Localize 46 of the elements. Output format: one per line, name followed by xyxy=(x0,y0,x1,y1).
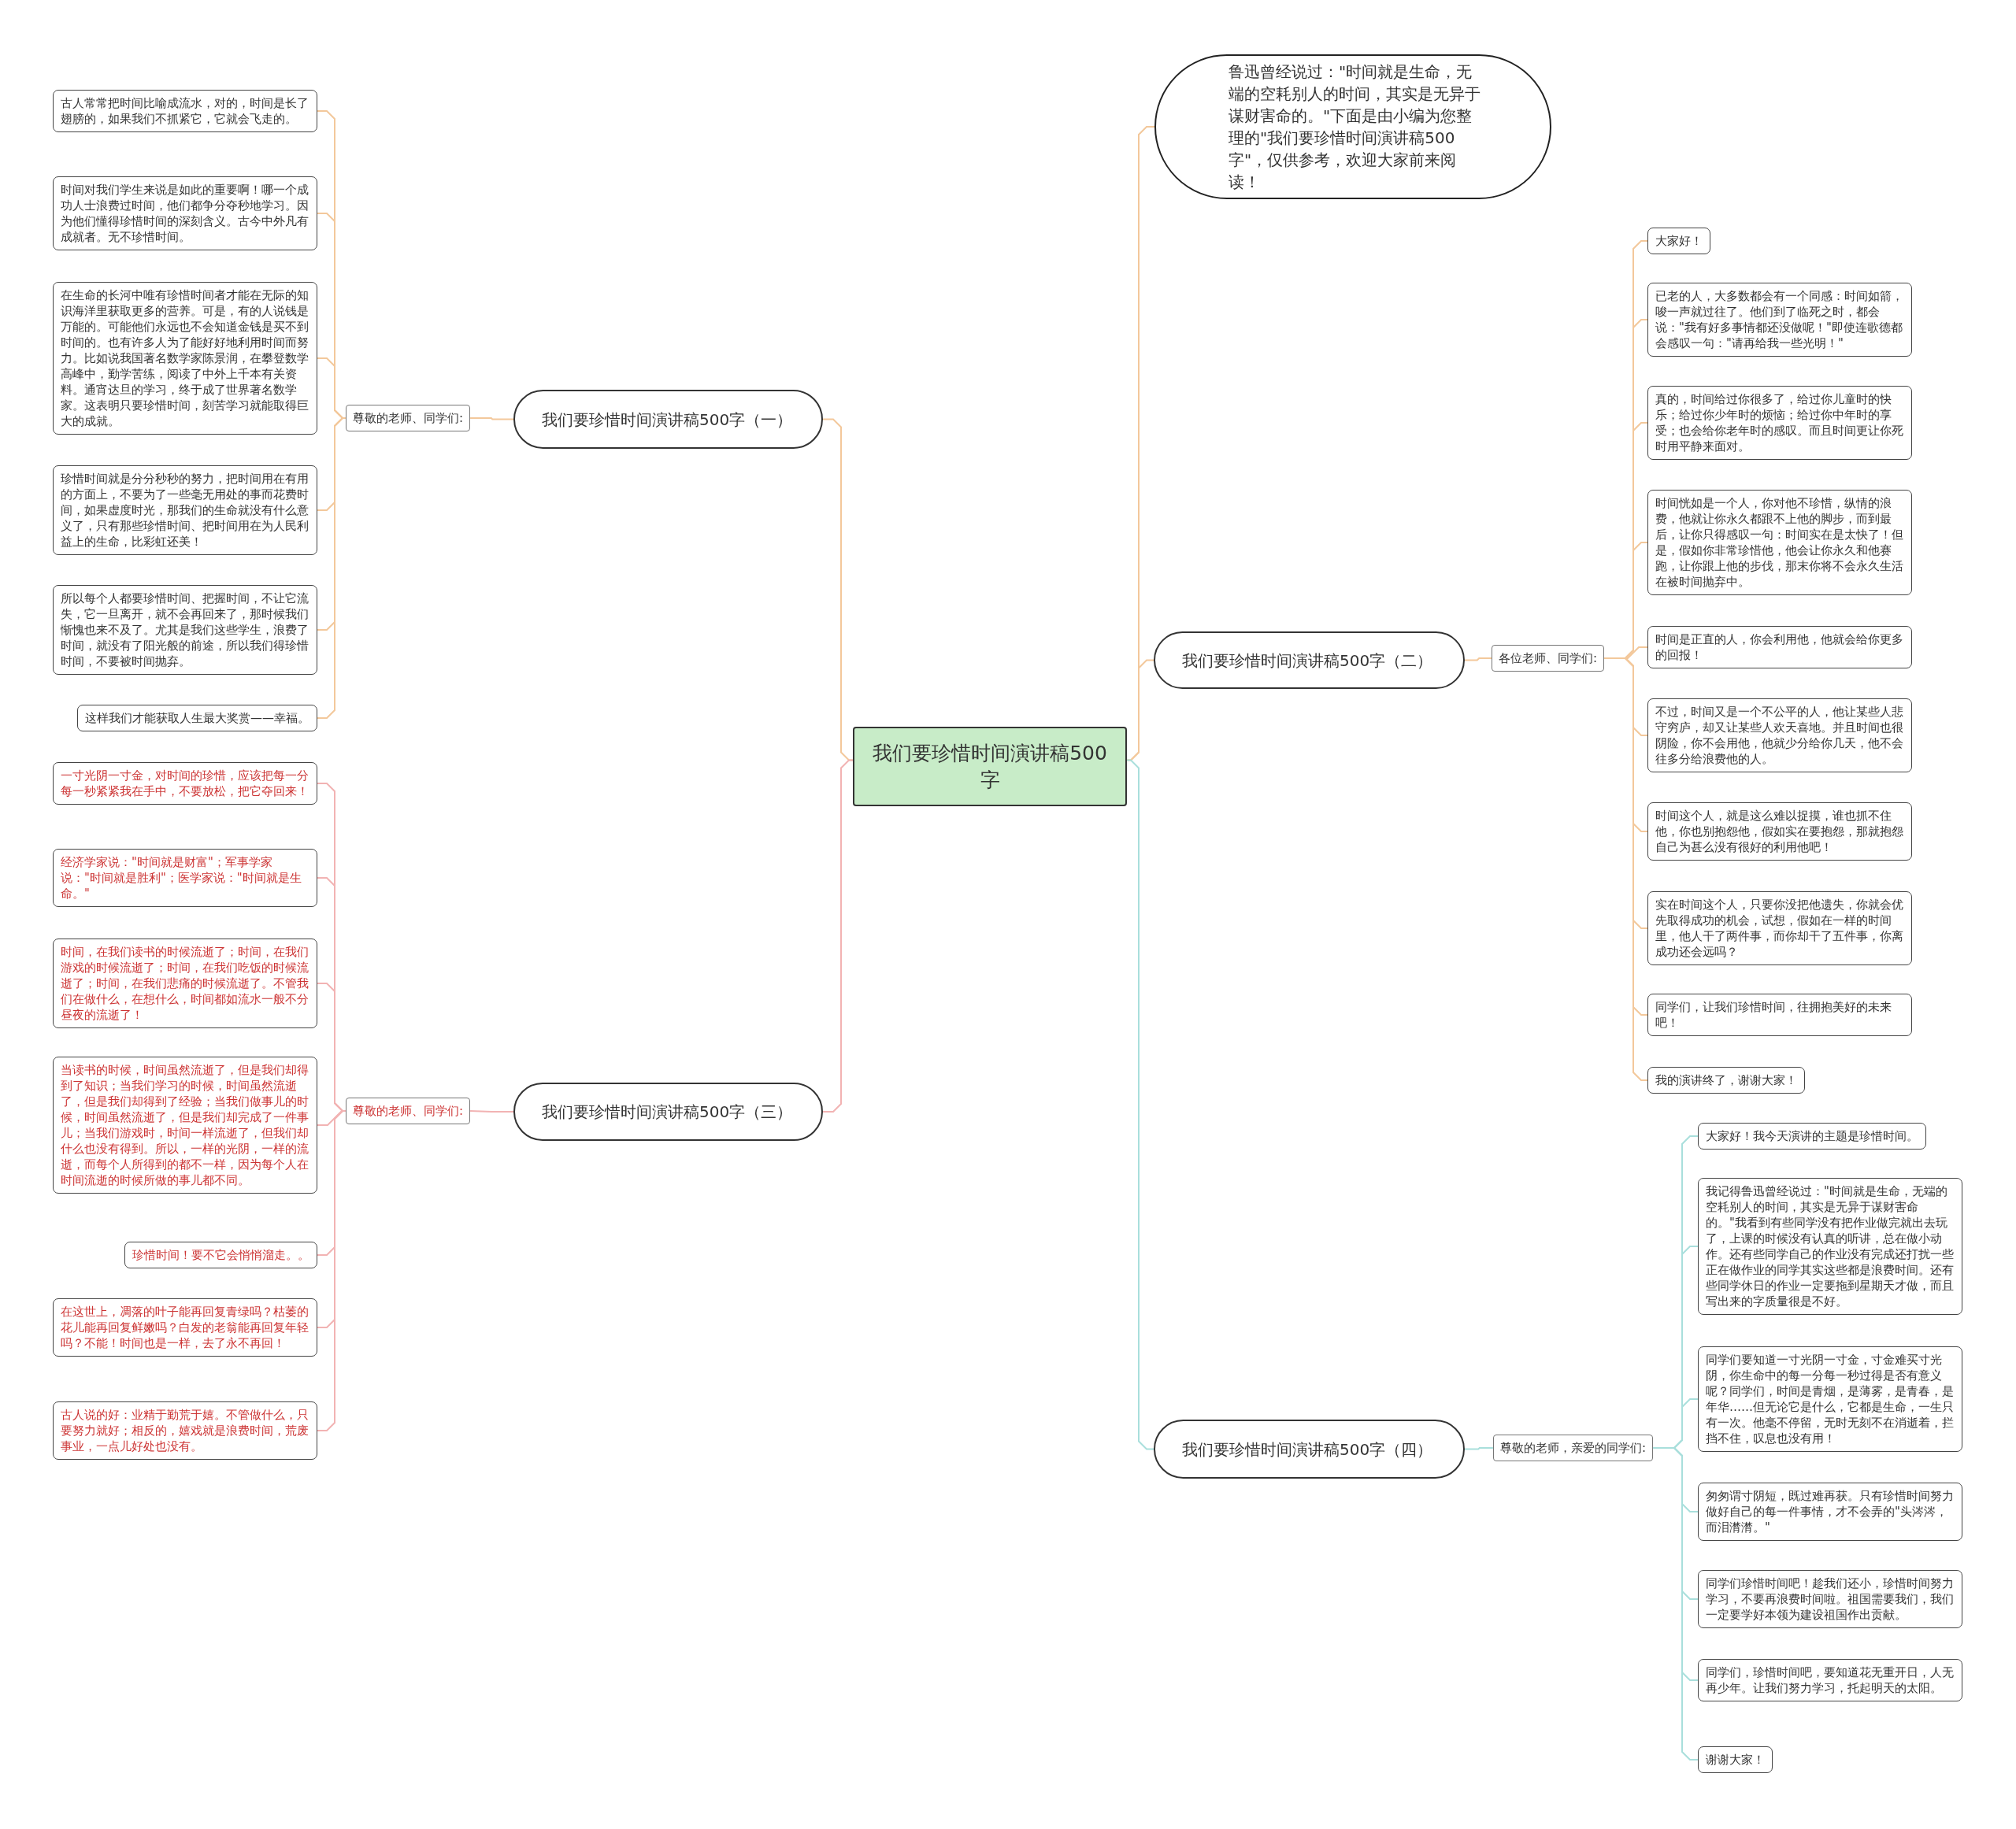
paragraph-box: 大家好！我今天演讲的主题是珍惜时间。 xyxy=(1698,1123,1926,1150)
paragraph-box: 时间对我们学生来说是如此的重要啊！哪一个成功人士浪费过时间，他们都争分夺秒地学习。因为他们懂得珍惜时间的深刻含义。古今中外凡有成就者。无不珍惜时间。 xyxy=(53,176,317,250)
paragraph-box: 同学们，让我们珍惜时间，往拥抱美好的未来吧！ xyxy=(1647,994,1912,1036)
connector-line xyxy=(822,759,854,1113)
paragraph-box: 时间这个人，就是这么难以捉摸，谁也抓不住他，你也别抱怨他，假如实在要抱怨，那就抱怨自己为甚么没有很好的利用他吧！ xyxy=(1647,802,1912,861)
paragraph-box: 古人常常把时间比喻成流水，对的，时间是长了翅膀的，如果我们不抓紧它，它就会飞走的。 xyxy=(53,90,317,132)
connector-line xyxy=(469,1110,514,1113)
greeting-box: 尊敬的老师、同学们: xyxy=(346,1098,471,1124)
central-topic-box: 我们要珍惜时间演讲稿500字 xyxy=(853,727,1127,806)
paragraph-box: 已老的人，大多数都会有一个同感：时间如箭，唆一声就过往了。他们到了临死之时，都会说："我有好多事情都还没做呢！"即使连歌德都会感叹一句："请再给我一些光明！" xyxy=(1647,283,1912,357)
paragraph-box: 不过，时间又是一个不公平的人，他让某些人悲守穷庐，却又让某些人欢天喜地。并且时间也很阴险，你不会用他，他就少分给你几天，他不会往多分给浪费他的人。 xyxy=(1647,698,1912,772)
greeting-box: 各位老师、同学们: xyxy=(1492,645,1605,672)
branch-topic: 我们要珍惜时间演讲稿500字（一） xyxy=(513,390,823,449)
paragraph-box: 在生命的长河中唯有珍惜时间者才能在无际的知识海洋里获取更多的营养。可是，有的人说钱是万能的。可能他们永远也不会知道金钱是买不到时间的。也有许多人为了能好好地利用时间而努力。比如说我国著名数学家陈景润，在攀登数学高峰中，勤学苦练，阅读了中外上千本有关资料。通宵达旦的学习，终于成了世界著名数学家。这表明只要珍惜时间，刻苦学习就能取得巨大的成就。 xyxy=(53,282,317,435)
paragraph-box: 同学们要知道一寸光阴一寸金，寸金难买寸光阴，你生命中的每一分每一秒过得是否有意义呢？同学们，时间是青烟，是薄雾，是青春，是年华……但无论它是什么，它都是生命，一生只有一次。他毫不停留，无时无刻不在消逝着，拦挡不住，叹息也没有用！ xyxy=(1698,1346,1962,1452)
paragraph-box: 珍惜时间！要不它会悄悄溜走。。 xyxy=(124,1242,317,1268)
greeting-box: 尊敬的老师、同学们: xyxy=(346,405,471,431)
paragraph-box: 大家好！ xyxy=(1647,228,1710,254)
paragraph-box: 古人说的好：业精于勤荒于嬉。不管做什么，只要努力就好；相反的，嬉戏就是浪费时间，荒废事业，一点儿好处也没有。 xyxy=(53,1401,317,1460)
paragraph-box: 时间恍如是一个人，你对他不珍惜，纵情的浪费，他就让你永久都跟不上他的脚步，而到最后，让你只得感叹一句：时间实在是太快了！但是，假如你非常珍惜他，他会让你永久和他赛跑，让你跟上他的步伐，那末你将不会永久生活在被时间抛弃中。 xyxy=(1647,490,1912,595)
paragraph-box: 我的演讲终了，谢谢大家！ xyxy=(1647,1067,1805,1094)
paragraph-box: 这样我们才能获取人生最大奖赏——幸福。 xyxy=(77,705,317,731)
paragraph-box: 同学们珍惜时间吧！趁我们还小，珍惜时间努力学习，不要再浪费时间啦。祖国需要我们，我们一定要学好本领为建设祖国作出贡献。 xyxy=(1698,1570,1962,1628)
intro-bubble: 鲁迅曾经说过："时间就是生命，无端的空耗别人的时间，其实是无异于谋财害命的。"下面是由小编为您整理的"我们要珍惜时间演讲稿500字"，仅供参考，欢迎大家前来阅读！ xyxy=(1154,54,1551,199)
paragraph-box: 真的，时间给过你很多了，给过你儿童时的快乐；给过你少年时的烦恼；给过你中年时的享受；也会给你老年时的感叹。而且时间更让你死时用平静来面对。 xyxy=(1647,386,1912,460)
paragraph-box: 实在时间这个人，只要你没把他遗失，你就会优先取得成功的机会，试想，假如在一样的时间里，他人干了两件事，而你却干了五件事，你离成功还会远吗？ xyxy=(1647,891,1912,965)
paragraph-box: 经济学家说："时间就是财富"；军事学家说："时间就是胜利"；医学家说："时间就是生命。" xyxy=(53,849,317,907)
paragraph-box: 当读书的时候，时间虽然流逝了，但是我们却得到了知识；当我们学习的时候，时间虽然流逝了，但是我们却得到了经验；当我们做事儿的时候，时间虽然流逝了，但是我们却完成了一件事儿；当我们游戏时，时间一样流逝了，但我们却什么也没有得到。所以，一样的光阴，一样的流逝，而每个人所得到的都不一样，因为每个人在时间流逝的时候所做的事儿都不同。 xyxy=(53,1057,317,1194)
paragraph-box: 一寸光阴一寸金，对时间的珍惜，应该把每一分每一秒紧紧我在手中，不要放松，把它夺回来！ xyxy=(53,762,317,805)
connector-line xyxy=(1126,759,1154,1450)
branch-topic: 我们要珍惜时间演讲稿500字（三） xyxy=(513,1083,823,1141)
paragraph-box: 珍惜时间就是分分秒秒的努力，把时间用在有用的方面上，不要为了一些毫无用处的事而花费时间，如果虚度时光，那我们的生命就没有什么意义了，只有那些珍惜时间、把时间用在为人民利益上的生命，比彩虹还美！ xyxy=(53,465,317,555)
paragraph-box: 在这世上，凋落的叶子能再回复青绿吗？枯萎的花儿能再回复鲜嫩吗？白发的老翁能再回复年轻吗？不能！时间也是一样，去了永不再回！ xyxy=(53,1298,317,1357)
paragraph-box: 时间是正直的人，你会利用他，他就会给你更多的回报！ xyxy=(1647,626,1912,668)
paragraph-box: 同学们，珍惜时间吧，要知道花无重开日，人无再少年。让我们努力学习，托起明天的太阳。 xyxy=(1698,1659,1962,1701)
paragraph-box: 我记得鲁迅曾经说过："时间就是生命，无端的空耗别人的时间，其实是无异于谋财害命的。"我看到有些同学没有把作业做完就出去玩了，上课的时候没有认真的听讲，总在做小动作。还有些同学自己的作业没有完成还打扰一些正在做作业的同学其实这些都是浪费时间。还有些同学休日的作业一定要拖到星期天才做，而且写出来的字质量很是不好。 xyxy=(1698,1178,1962,1315)
paragraph-box: 谢谢大家！ xyxy=(1698,1746,1773,1773)
connector-line xyxy=(469,417,514,420)
paragraph-box: 时间，在我们读书的时候流逝了；时间，在我们游戏的时候流逝了；时间，在我们吃饭的时候流逝了；时间，在我们悲痛的时候流逝了。不管我们在做什么，在想什么，时间都如流水一般不分昼夜的流逝了！ xyxy=(53,939,317,1028)
branch-topic: 我们要珍惜时间演讲稿500字（四） xyxy=(1154,1420,1465,1479)
paragraph-box: 匆匆谓寸阴短，既过难再获。只有珍惜时间努力做好自己的每一件事情，才不会弄的"头涔涔，而泪潸潸。" xyxy=(1698,1483,1962,1541)
connector-line xyxy=(1464,1447,1494,1450)
greeting-box: 尊敬的老师，亲爱的同学们: xyxy=(1493,1435,1654,1461)
branch-topic: 我们要珍惜时间演讲稿500字（二） xyxy=(1154,631,1465,689)
connector-line xyxy=(1464,657,1492,661)
paragraph-box: 所以每个人都要珍惜时间、把握时间，不让它流失，它一旦离开，就不会再回来了，那时候我们惭愧也来不及了。尤其是我们这些学生，浪费了时间，就没有了阳光般的前途，所以我们得珍惜时间，不要被时间抛弃。 xyxy=(53,585,317,675)
